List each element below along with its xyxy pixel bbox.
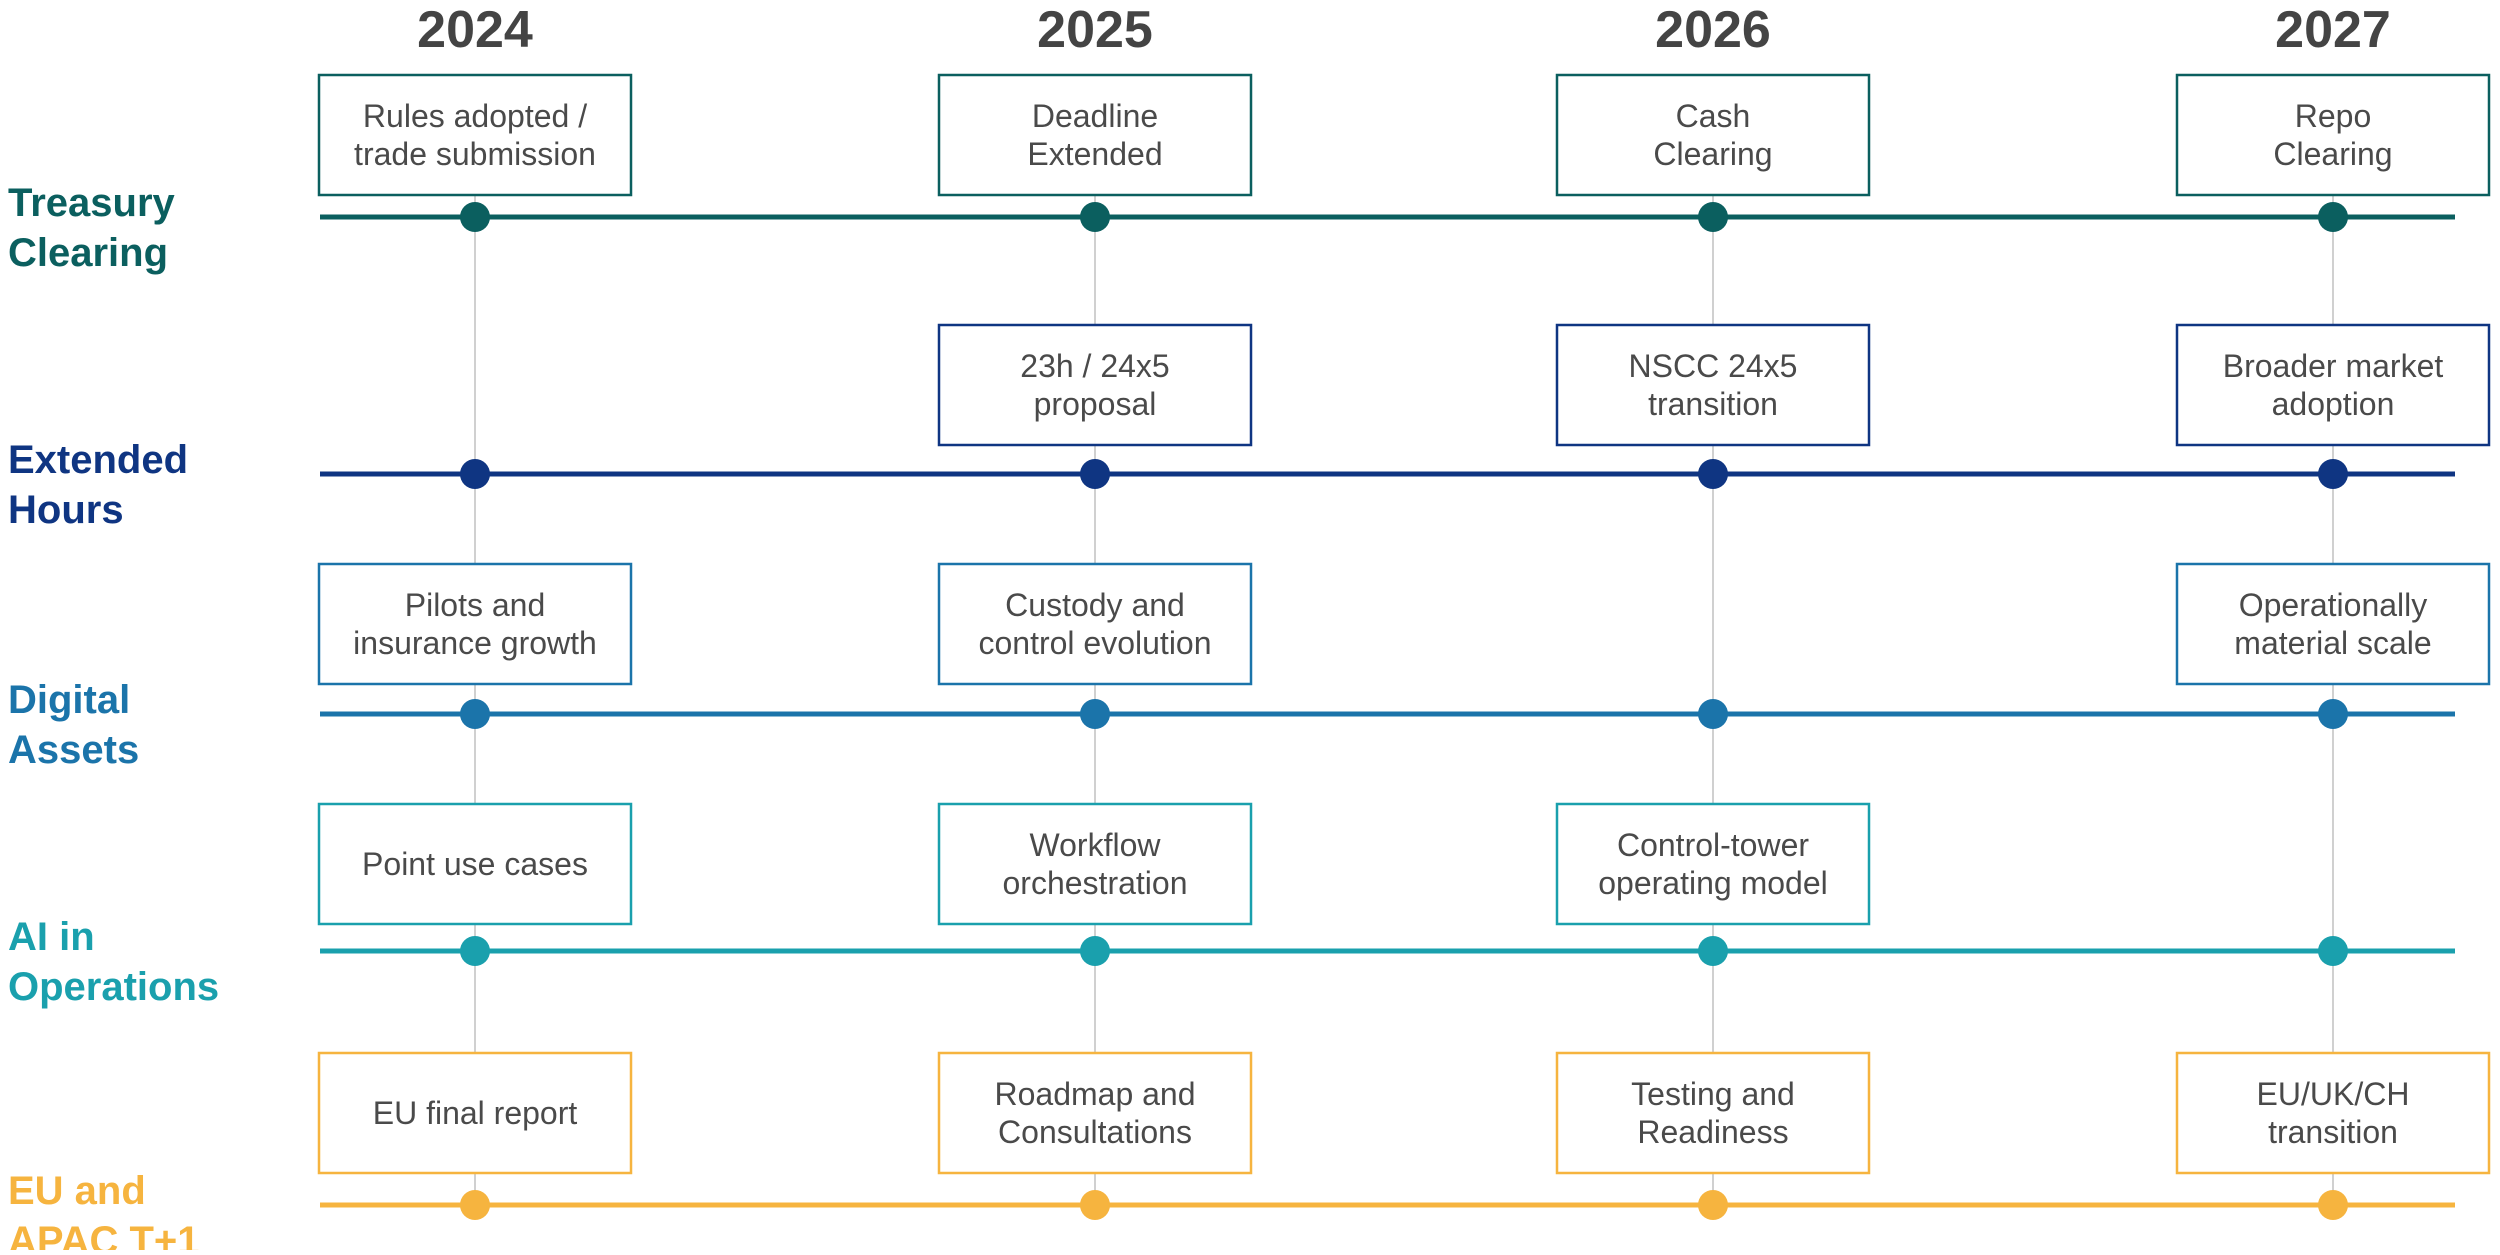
milestone-text: Roadmap and — [994, 1076, 1195, 1112]
milestone-text: material scale — [2234, 625, 2431, 661]
milestone-dot — [2318, 459, 2348, 489]
milestone-dot — [1080, 202, 1110, 232]
row-label-line: Assets — [8, 728, 139, 772]
year-header-2027: 2027 — [2275, 1, 2391, 59]
milestone-text: adoption — [2272, 386, 2395, 422]
milestone-dot — [2318, 202, 2348, 232]
year-header-2025: 2025 — [1037, 1, 1153, 59]
milestone-text: transition — [1648, 386, 1778, 422]
milestone-dot — [2318, 699, 2348, 729]
milestone-text: orchestration — [1003, 865, 1188, 901]
milestone-box — [317, 73, 633, 197]
milestone-box — [1555, 73, 1871, 197]
milestone-box — [317, 802, 633, 926]
milestone-dot — [460, 459, 490, 489]
milestone-box — [1555, 802, 1871, 926]
milestone-box — [1555, 1051, 1871, 1175]
milestone-text: control evolution — [978, 625, 1211, 661]
milestone-text: Pilots and — [405, 587, 546, 623]
milestone-text: Deadline — [1032, 98, 1158, 134]
milestone-text: Control-tower — [1617, 827, 1809, 863]
milestone-box — [2175, 73, 2491, 197]
row-label-line: Operations — [8, 965, 219, 1009]
row-label-line: Treasury — [8, 181, 176, 225]
milestone-box — [937, 323, 1253, 447]
milestone-dot — [1080, 699, 1110, 729]
milestone-dot — [1080, 1190, 1110, 1220]
milestone-text: Workflow — [1030, 827, 1162, 863]
year-header-2024: 2024 — [417, 1, 533, 59]
milestone-text: NSCC 24x5 — [1629, 348, 1798, 384]
milestone-dot — [1698, 1190, 1728, 1220]
milestone-dot — [460, 699, 490, 729]
milestone-box — [1555, 323, 1871, 447]
milestone-text: Consultations — [998, 1114, 1192, 1150]
milestone-dot — [1698, 459, 1728, 489]
milestone-box — [2175, 1051, 2491, 1175]
milestone-dot — [1698, 936, 1728, 966]
milestone-box — [937, 1051, 1253, 1175]
milestone-text: Repo — [2295, 98, 2372, 134]
row-label-line: Extended — [8, 438, 188, 482]
milestone-text: proposal — [1034, 386, 1157, 422]
milestone-text: Point use cases — [362, 846, 588, 882]
milestone-box — [2175, 323, 2491, 447]
milestone-text: Custody and — [1005, 587, 1185, 623]
milestone-text: Readiness — [1637, 1114, 1788, 1150]
milestone-dot — [1080, 936, 1110, 966]
milestone-text: 23h / 24x5 — [1020, 348, 1169, 384]
milestone-dot — [1080, 459, 1110, 489]
row-label-line: EU and — [8, 1169, 146, 1213]
row-label-line: AI in — [8, 915, 95, 959]
milestone-text: Extended — [1027, 136, 1162, 172]
timeline-row: AI in Operations Point use cases Workflowor… — [8, 802, 2455, 1009]
milestone-text: Clearing — [2273, 136, 2392, 172]
year-header-2026: 2026 — [1655, 1, 1771, 59]
milestone-dot — [460, 936, 490, 966]
row-label-line: Hours — [8, 488, 124, 532]
milestone-dot — [1698, 699, 1728, 729]
milestone-text: Testing and — [1631, 1076, 1795, 1112]
milestone-text: operating model — [1598, 865, 1827, 901]
milestone-text: Rules adopted / — [363, 98, 587, 134]
row-label-line: APAC T+1 — [8, 1219, 200, 1250]
milestone-text: trade submission — [354, 136, 596, 172]
milestone-box — [2175, 562, 2491, 686]
milestone-box — [937, 73, 1253, 197]
milestone-text: Cash — [1676, 98, 1751, 134]
milestone-text: EU/UK/CH — [2257, 1076, 2410, 1112]
milestone-text: Broader market — [2223, 348, 2444, 384]
milestone-text: Operationally — [2239, 587, 2428, 623]
milestone-dot — [1698, 202, 1728, 232]
milestone-box — [937, 562, 1253, 686]
milestone-text: insurance growth — [353, 625, 597, 661]
milestone-text: transition — [2268, 1114, 2398, 1150]
row-label-line: Digital — [8, 678, 130, 722]
milestone-dot — [460, 1190, 490, 1220]
milestone-dot — [2318, 936, 2348, 966]
milestone-dot — [460, 202, 490, 232]
milestone-dot — [2318, 1190, 2348, 1220]
milestone-box — [317, 1051, 633, 1175]
row-label-line: Clearing — [8, 231, 168, 275]
milestone-text: EU final report — [373, 1095, 578, 1131]
milestone-box — [317, 562, 633, 686]
milestone-box — [937, 802, 1253, 926]
row-label: AI in Operations — [8, 915, 219, 1009]
milestone-text: Clearing — [1653, 136, 1772, 172]
